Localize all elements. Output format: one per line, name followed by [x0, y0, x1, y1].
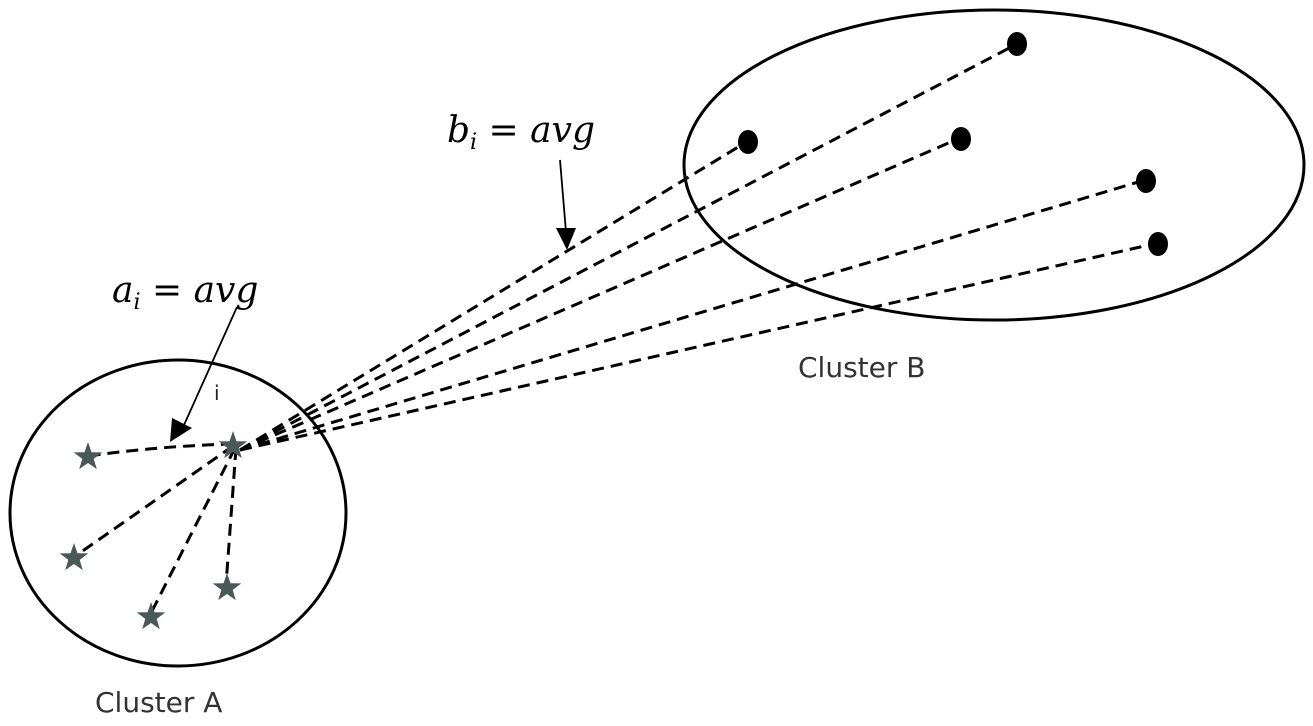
- distance-line-a3: [148, 447, 237, 616]
- a-formula-arrow: [170, 306, 238, 442]
- a-formula-rhs: avg: [194, 270, 259, 311]
- distance-line-a1: [87, 442, 234, 458]
- intra-cluster-distances: [73, 442, 238, 616]
- b-formula: bi = avg: [447, 110, 595, 155]
- a-formula: ai = avg: [112, 270, 258, 315]
- cluster-a-point: [59, 543, 89, 571]
- cluster-a-point: [73, 442, 103, 470]
- arrowhead-icon: [556, 228, 576, 250]
- distance-line-b2: [239, 139, 749, 452]
- inter-cluster-distances: [239, 42, 1159, 452]
- a-formula-sub: i: [133, 290, 140, 315]
- distance-line-b5: [239, 241, 1159, 452]
- b-formula-rhs: avg: [530, 110, 595, 151]
- b-formula-arrow: [556, 159, 576, 250]
- cluster-b-point: [1007, 32, 1027, 56]
- cluster-b-point: [738, 130, 758, 154]
- a-formula-var: a: [112, 270, 133, 311]
- b-formula-sub: i: [470, 130, 477, 155]
- distance-line-a4: [224, 447, 238, 586]
- distance-line-b4: [239, 178, 1146, 452]
- b-formula-eq: =: [477, 110, 530, 151]
- cluster-b-boundary: [682, 8, 1306, 322]
- cluster-a-label: Cluster A: [95, 686, 222, 719]
- arrowhead-icon: [170, 418, 192, 442]
- cluster-b-label: Cluster B: [798, 351, 926, 384]
- focal-point-label: i: [214, 381, 220, 405]
- cluster-a-point: [136, 602, 166, 630]
- cluster-b-point: [1136, 169, 1156, 193]
- cluster-a-point: [212, 573, 242, 601]
- cluster-a-boundary: [8, 358, 348, 668]
- cluster-b-point: [1148, 232, 1168, 256]
- cluster-b-points: [738, 32, 1168, 256]
- cluster-b-point: [951, 127, 971, 151]
- a-formula-eq: =: [141, 270, 194, 311]
- b-formula-var: b: [447, 110, 470, 151]
- distance-line-b3: [239, 136, 961, 452]
- cluster-a-points: [59, 431, 248, 630]
- distance-line-b1: [239, 42, 1018, 452]
- distance-line-a2: [73, 444, 234, 559]
